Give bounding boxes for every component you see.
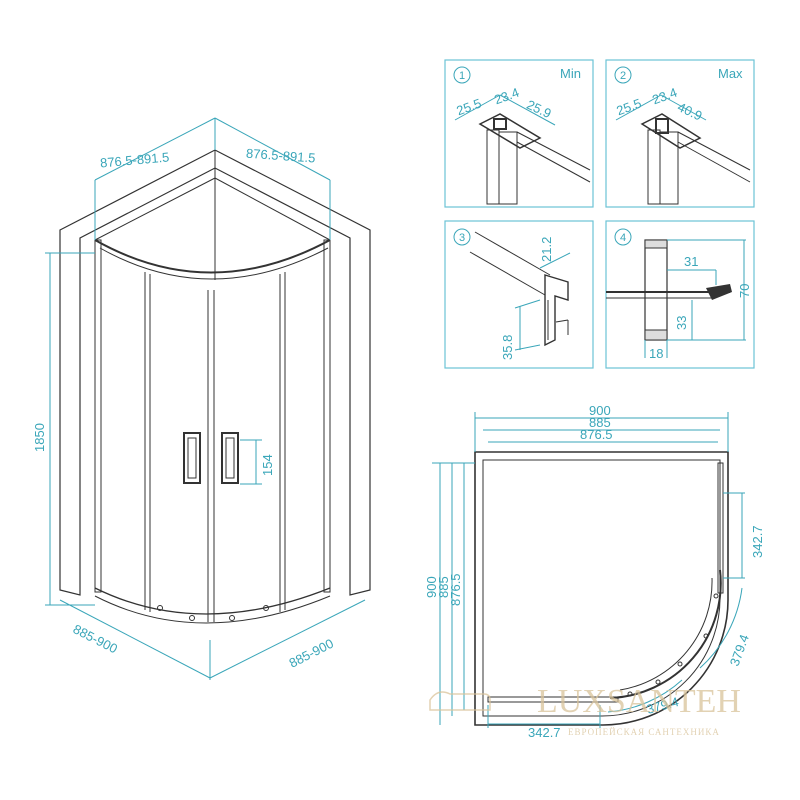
panel-2-tag: Max <box>718 66 743 81</box>
enclosure-3d-view: 876.5-891.5 876.5-891.5 1850 154 885-900… <box>32 118 370 680</box>
watermark-tagline: ЕВРОПЕЙСКАЯ САНТЕХНИКА <box>568 727 720 737</box>
plan-left-876: 876.5 <box>448 573 463 606</box>
left-door-handle <box>184 433 200 483</box>
panel-4-dim-d: 18 <box>649 346 663 361</box>
detail-panel-2: 2 Max 25.5 23.4 40.9 <box>606 60 754 207</box>
panel-4-number: 4 <box>620 232 626 244</box>
panel-4-dim-a: 31 <box>684 254 698 269</box>
top-left-dimension: 876.5-891.5 <box>99 149 169 170</box>
bottom-left-dimension: 885-900 <box>71 621 120 656</box>
panel-2-number: 2 <box>620 70 626 82</box>
height-dimension: 1850 <box>32 423 47 452</box>
bottom-right-dimension: 885-900 <box>287 636 336 671</box>
plan-arc-right: 379.4 <box>727 632 752 668</box>
plan-top-876: 876.5 <box>580 427 613 442</box>
right-door-handle <box>222 433 238 483</box>
watermark: LUXSANTEH ЕВРОПЕЙСКАЯ САНТЕХНИКА <box>430 683 741 737</box>
panel-3-number: 3 <box>459 232 465 244</box>
panel-1-tag: Min <box>560 66 581 81</box>
plan-bottom-side: 342.7 <box>528 725 561 740</box>
detail-panel-1: 1 Min 25.5 23.4 25.9 <box>445 60 593 207</box>
panel-4-dim-b: 70 <box>737 284 752 298</box>
top-right-dimension: 876.5-891.5 <box>246 146 316 166</box>
panel-3-dim-b: 35.8 <box>500 335 515 360</box>
watermark-brand: LUXSANTEH <box>537 683 741 720</box>
panel-1-number: 1 <box>459 70 465 82</box>
detail-panel-3: 3 21.2 35.8 <box>445 221 593 368</box>
handle-dimension: 154 <box>260 454 275 476</box>
detail-panel-4: 4 31 70 33 18 <box>606 221 754 368</box>
plan-right-side: 342.7 <box>750 525 765 558</box>
panel-4-dim-c: 33 <box>674 316 689 330</box>
panel-3-dim-a: 21.2 <box>539 237 554 262</box>
